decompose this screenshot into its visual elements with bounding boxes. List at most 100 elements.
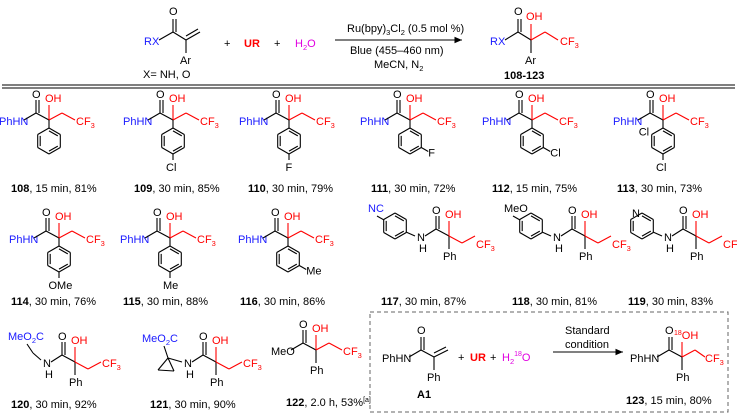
hydroxyl-label: OH xyxy=(406,93,423,105)
substituent-label: Cl xyxy=(656,162,666,174)
cf3-label: CF3 xyxy=(315,234,334,248)
phenyl-label: Ph xyxy=(676,372,689,384)
hydroxyl-label: OH xyxy=(169,93,186,105)
cf3-label: CF3 xyxy=(705,353,724,367)
nh-label: H xyxy=(555,243,563,255)
carbonyl-o: O xyxy=(272,89,281,101)
ar-label: Ar xyxy=(525,55,536,67)
compound-label-121: 121, 30 min, 90% xyxy=(150,399,236,411)
methoxy-label: MeO xyxy=(271,346,295,358)
substituent-label: Cl xyxy=(550,148,560,160)
compound-label-120: 120, 30 min, 92% xyxy=(11,399,97,411)
amine-label: PhHN xyxy=(123,116,152,128)
phenyl-label: Ph xyxy=(310,365,323,377)
carbonyl-o: O xyxy=(514,6,523,18)
rx-label: RX xyxy=(144,36,160,48)
carbonyl-o: O xyxy=(646,89,655,101)
cf3-label: CF3 xyxy=(197,234,216,248)
substituent-label: NC xyxy=(368,203,384,215)
cf3-label: CF3 xyxy=(612,239,631,253)
nitrogen-label: N xyxy=(43,358,51,370)
phenyl-label: Ph xyxy=(210,377,223,389)
compound-label-110: 110, 30 min, 79% xyxy=(248,183,333,195)
ester-label: MeO2C xyxy=(142,333,178,347)
hydroxyl-label: OH xyxy=(581,209,598,221)
amine-label: PhHN xyxy=(360,116,389,128)
labeled-hydroxyl: 18OH xyxy=(674,330,698,342)
substituent-label: Me xyxy=(306,266,321,278)
hydroxyl-label: OH xyxy=(312,323,329,335)
compound-label-115: 115, 30 min, 88% xyxy=(123,296,208,308)
compound-label-114: 114, 30 min, 76% xyxy=(11,296,96,308)
hydroxyl-label: OH xyxy=(71,335,88,347)
hydroxyl-label: OH xyxy=(445,209,462,221)
condition-bottom: condition xyxy=(565,339,609,351)
carbonyl-o: O xyxy=(32,89,41,101)
pyridine-n: N xyxy=(632,208,640,220)
carbonyl-o: O xyxy=(199,331,208,343)
carbonyl-o: O xyxy=(679,205,688,217)
carbonyl-o: O xyxy=(58,331,67,343)
plus-sign: + xyxy=(490,352,496,364)
cf3-label: CF3 xyxy=(76,116,95,130)
carbonyl-o: O xyxy=(42,207,51,219)
nitrogen-label: N xyxy=(553,232,561,244)
compound-label-117: 117, 30 min, 87% xyxy=(381,296,466,308)
cf3-label: CF3 xyxy=(560,36,579,50)
nh-label: H xyxy=(666,243,674,255)
compound-label-113: 113, 30 min, 73% xyxy=(617,183,702,195)
substituent-label: F xyxy=(286,162,293,174)
cf3-label: CF3 xyxy=(559,116,578,130)
plus-sign: + xyxy=(458,352,464,364)
compound-label-109: 109, 30 min, 85% xyxy=(134,183,220,195)
substituent-label: Cl xyxy=(639,127,649,139)
hydroxyl-label: OH xyxy=(659,93,676,105)
carbonyl-o: O xyxy=(568,205,577,217)
amine-label: PhHN xyxy=(0,116,28,128)
carbonyl-o: O xyxy=(515,89,524,101)
compound-label-123: 123, 15 min, 80% xyxy=(626,395,712,407)
substituent-label: F xyxy=(428,148,435,160)
rx-label: RX xyxy=(490,36,506,48)
cf3-label: CF3 xyxy=(316,116,335,130)
ester-label: MeO2C xyxy=(8,331,44,345)
amine-label: PhHN xyxy=(9,234,38,246)
amine-label: PhHN xyxy=(120,234,149,246)
plus-sign: + xyxy=(224,38,230,50)
hydroxyl-label: OH xyxy=(528,93,545,105)
compound-label-118: 118, 30 min, 81% xyxy=(512,296,597,308)
hydroxyl-label: OH xyxy=(45,93,62,105)
catalyst-condition: Ru(bpy)3Cl2 (0.5 mol %) xyxy=(347,23,464,37)
water-reagent: H2O xyxy=(295,38,316,52)
phenyl-label: Ph xyxy=(427,372,440,384)
nitrogen-label: N xyxy=(664,232,672,244)
cf3-label: CF3 xyxy=(343,346,362,360)
carbonyl-o: O xyxy=(271,207,280,219)
hydroxyl-label: OH xyxy=(284,211,301,223)
phenyl-label: Ph xyxy=(443,251,456,263)
dashed-box xyxy=(369,311,729,413)
carbonyl-o: O xyxy=(153,207,162,219)
compound-119: ONHOHPhCF3119, 30 min, 83%N xyxy=(628,205,737,308)
x-definition: X= NH, O xyxy=(143,69,191,81)
carbonyl-o: O xyxy=(169,6,178,18)
cf3-label: CF3 xyxy=(476,239,495,253)
ar-label: Ar xyxy=(180,55,191,67)
carbonyl-o: O xyxy=(299,319,308,331)
compound-label-112: 112, 15 min, 75% xyxy=(492,183,577,195)
hydroxyl-label: OH xyxy=(285,93,302,105)
compound-label-122: 122, 2.0 h, 53%[a] xyxy=(286,397,371,409)
amine-label: PhHN xyxy=(239,116,268,128)
hydroxyl-label: OH xyxy=(166,211,183,223)
amine-label: PhHN xyxy=(238,234,267,246)
substituent-label: MeO xyxy=(504,203,528,215)
acrylamide-reactant: RX O Ar X= NH, O xyxy=(143,6,201,81)
